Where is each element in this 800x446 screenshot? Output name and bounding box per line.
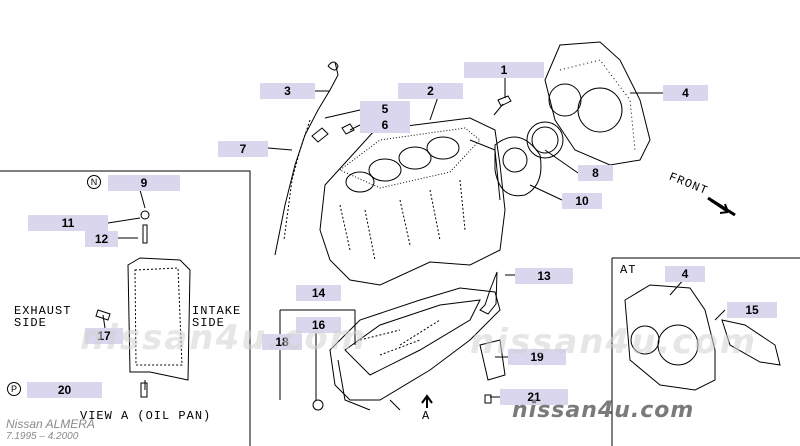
marker-n: N	[87, 175, 101, 189]
site-logo: nissan4u.com	[512, 398, 695, 423]
oil-seal-drawing	[526, 121, 564, 159]
callout-19[interactable]: 19	[508, 349, 566, 365]
seal-retainer-drawing	[494, 136, 542, 197]
callout-8[interactable]: 8	[578, 165, 613, 181]
callout-12[interactable]: 12	[85, 231, 118, 247]
callout-1[interactable]: 1	[464, 62, 544, 78]
marker-p: P	[7, 382, 21, 396]
callout-17[interactable]: 17	[85, 328, 123, 344]
callout-7[interactable]: 7	[218, 141, 268, 157]
callout-3[interactable]: 3	[260, 83, 315, 99]
arrow-a-label: A	[422, 409, 431, 423]
exhaust-side-label: EXHAUST SIDE	[14, 304, 72, 330]
dipstick-drawing	[274, 61, 339, 256]
callout-15[interactable]: 15	[727, 302, 777, 318]
view-a-pan-drawing	[127, 257, 191, 381]
callout-11[interactable]: 11	[28, 215, 108, 231]
model-dates: 7.1995 – 4.2000	[6, 431, 79, 442]
callout-9[interactable]: 9	[108, 175, 180, 191]
view-a-caption: VIEW A (OIL PAN)	[80, 409, 212, 423]
callout-14[interactable]: 14	[296, 285, 341, 301]
model-name: Nissan ALMERA	[6, 417, 95, 431]
cylinder-block-drawing	[319, 117, 506, 286]
at-rear-plate-drawing	[624, 284, 716, 391]
rear-plate-drawing	[544, 41, 651, 166]
oil-pan-drawing	[329, 287, 501, 401]
callout-16[interactable]: 16	[296, 317, 341, 333]
at-cover-drawing	[721, 319, 781, 366]
callout-18[interactable]: 18	[262, 334, 302, 350]
at-label: AT	[620, 263, 637, 277]
callout-13[interactable]: 13	[515, 268, 573, 284]
view-a-arrow	[421, 394, 433, 408]
callout-10[interactable]: 10	[562, 193, 602, 209]
callout-4[interactable]: 4	[663, 85, 708, 101]
callout-21[interactable]: 21	[500, 389, 568, 405]
callout-2[interactable]: 2	[398, 83, 463, 99]
callout-6[interactable]: 6	[360, 117, 410, 133]
intake-side-label: INTAKE SIDE	[192, 304, 242, 330]
callout-4-at[interactable]: 4	[665, 266, 705, 282]
callout-5[interactable]: 5	[360, 101, 410, 117]
view-a-panel-border	[0, 170, 251, 446]
callout-20[interactable]: 20	[27, 382, 102, 398]
